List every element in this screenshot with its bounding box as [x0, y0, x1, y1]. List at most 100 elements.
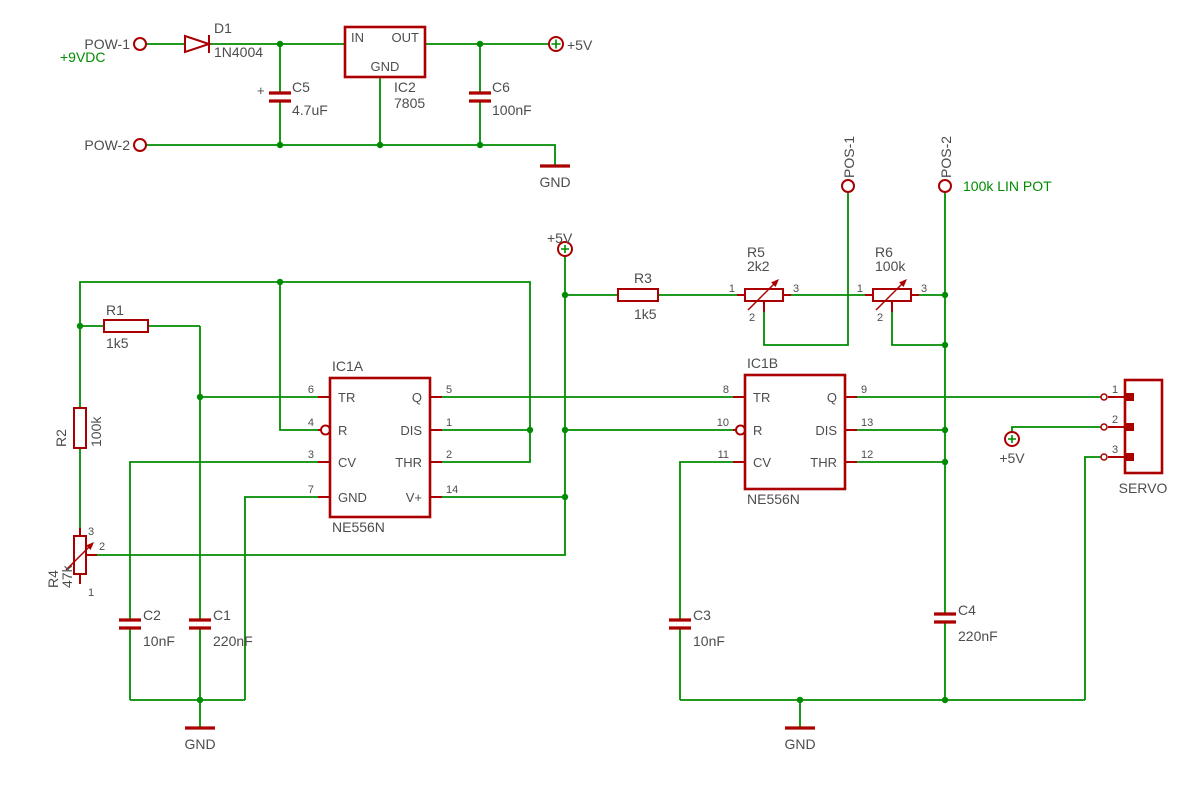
- d1-name: D1: [214, 20, 232, 36]
- connector-pow2: POW-2: [84, 137, 147, 153]
- trimmer-pins: [865, 294, 919, 312]
- pin-number-14: 14: [446, 484, 458, 496]
- ic2-name: IC2: [394, 79, 416, 95]
- connector-servo: 1 2 3 SERVO: [1100, 378, 1168, 496]
- ic1a-name: IC1A: [332, 358, 364, 374]
- pin-label-tr: TR: [338, 390, 355, 405]
- resistor-r2: R2 100k: [53, 407, 104, 449]
- pot-note: 100k LIN POT: [963, 178, 1052, 194]
- capacitor-icon: [189, 618, 211, 630]
- net-label-9vdc: +9VDC: [60, 49, 106, 65]
- ic-body: [328, 376, 432, 519]
- c4-name: C4: [958, 602, 976, 618]
- ground-right: GND: [784, 726, 816, 752]
- c1-value: 220nF: [213, 633, 253, 649]
- c5-name: C5: [292, 79, 310, 95]
- wire-reset-a: [279, 282, 318, 431]
- r4-pin2: 2: [99, 541, 105, 553]
- pin-number-2: 2: [446, 449, 452, 461]
- r6-value: 100k: [875, 258, 906, 274]
- trimmer-r6: R6 100k 1 3 2: [857, 244, 927, 324]
- regulator-body: [343, 25, 427, 79]
- nets: [79, 43, 1101, 728]
- ic1b-part: NE556N: [747, 491, 800, 507]
- c3-name: C3: [693, 607, 711, 623]
- ground-left: GND: [184, 726, 216, 752]
- supply-5v-top: +5V: [548, 36, 593, 53]
- capacitor-c3: C3 10nF: [669, 607, 725, 649]
- supply-icon: [557, 241, 573, 257]
- resistor-body: [103, 319, 149, 333]
- wire-5v-servo: [1011, 426, 1101, 432]
- trimmer-arrow: [65, 546, 90, 571]
- servo-pin-stubs: [1108, 396, 1125, 458]
- c2-value: 10nF: [143, 633, 175, 649]
- c6-value: 100nF: [492, 102, 532, 118]
- reg-pin-out: OUT: [392, 30, 420, 45]
- wire-tr-net-a: [199, 326, 318, 700]
- connector-pos2: POS-2 100k LIN POT: [938, 136, 1052, 194]
- wire-5v-distribution: [97, 295, 566, 556]
- trimmer-r5: R5 2k2 1 3 2: [729, 244, 799, 324]
- wire-r6-wiper: [891, 312, 945, 346]
- reg-pin-gnd: GND: [371, 59, 400, 74]
- r4-pin3: 3: [88, 526, 94, 538]
- resistor-body: [617, 288, 659, 302]
- pin-label-cv: CV: [753, 455, 771, 470]
- r1-value: 1k5: [106, 335, 129, 351]
- c5-value: 4.7uF: [292, 102, 328, 118]
- r4-name: R4: [45, 570, 61, 588]
- supply-icon: [1004, 431, 1020, 447]
- pin-number-5: 5: [446, 384, 452, 396]
- pin-circle: [841, 179, 855, 193]
- reg-pin-in: IN: [351, 30, 364, 45]
- pin-number-1: 1: [446, 417, 452, 429]
- connector-pow1: POW-1 +9VDC: [60, 36, 147, 65]
- pin-label-dis: DIS: [400, 423, 422, 438]
- trimmer-arrowhead: [899, 279, 907, 287]
- capacitor-icon: [469, 91, 491, 103]
- gnd-label: GND: [184, 736, 215, 752]
- servo-label: SERVO: [1119, 480, 1168, 496]
- pin-number-10: 10: [717, 417, 729, 429]
- c1-name: C1: [213, 607, 231, 623]
- r5-name: R5: [747, 244, 765, 260]
- ic1a-part: NE556N: [332, 519, 385, 535]
- pin-label-dis: DIS: [815, 423, 837, 438]
- pin-label-tr: TR: [753, 390, 770, 405]
- capacitor-c4: C4 220nF: [934, 602, 998, 644]
- connector-pos1: POS-1: [841, 136, 857, 193]
- gnd-label: GND: [784, 736, 815, 752]
- ic1b: IC1B NE556N TR R CV Q DIS THR 8 10 11 9 …: [717, 355, 874, 507]
- pin-pad: [1100, 453, 1108, 461]
- servo-pin2: 2: [1112, 414, 1118, 426]
- pin-number-4: 4: [308, 417, 314, 429]
- r2-value: 100k: [88, 416, 104, 447]
- wire-gnd-a: [244, 496, 318, 700]
- trimmer-arrow: [747, 283, 775, 311]
- capacitor-c5: + C5 4.7uF: [257, 79, 328, 118]
- servo-pin3: 3: [1112, 444, 1118, 456]
- pin-number-9: 9: [861, 384, 867, 396]
- trimmer-arrowhead: [86, 542, 94, 550]
- gnd-label: GND: [539, 174, 570, 190]
- supply-5v-servo: +5V: [999, 431, 1025, 466]
- ground-top: GND: [539, 164, 571, 190]
- pin-label-vplus: V+: [406, 490, 422, 505]
- plus-icon: [1008, 435, 1016, 443]
- c6-name: C6: [492, 79, 510, 95]
- supply-icon: [548, 36, 564, 52]
- servo-contact: [1125, 393, 1134, 401]
- pin-pad: [1100, 393, 1108, 401]
- resistor-body: [73, 407, 87, 449]
- r3-name: R3: [634, 270, 652, 286]
- resistor-r3: R3 1k5: [617, 270, 659, 322]
- vcc-label: +5V: [999, 450, 1025, 466]
- r1-name: R1: [106, 302, 124, 318]
- r5-pin3: 3: [793, 283, 799, 295]
- pin-number-8: 8: [723, 384, 729, 396]
- pin-number-3: 3: [308, 449, 314, 461]
- c2-name: C2: [143, 607, 161, 623]
- pin-circle: [133, 138, 147, 152]
